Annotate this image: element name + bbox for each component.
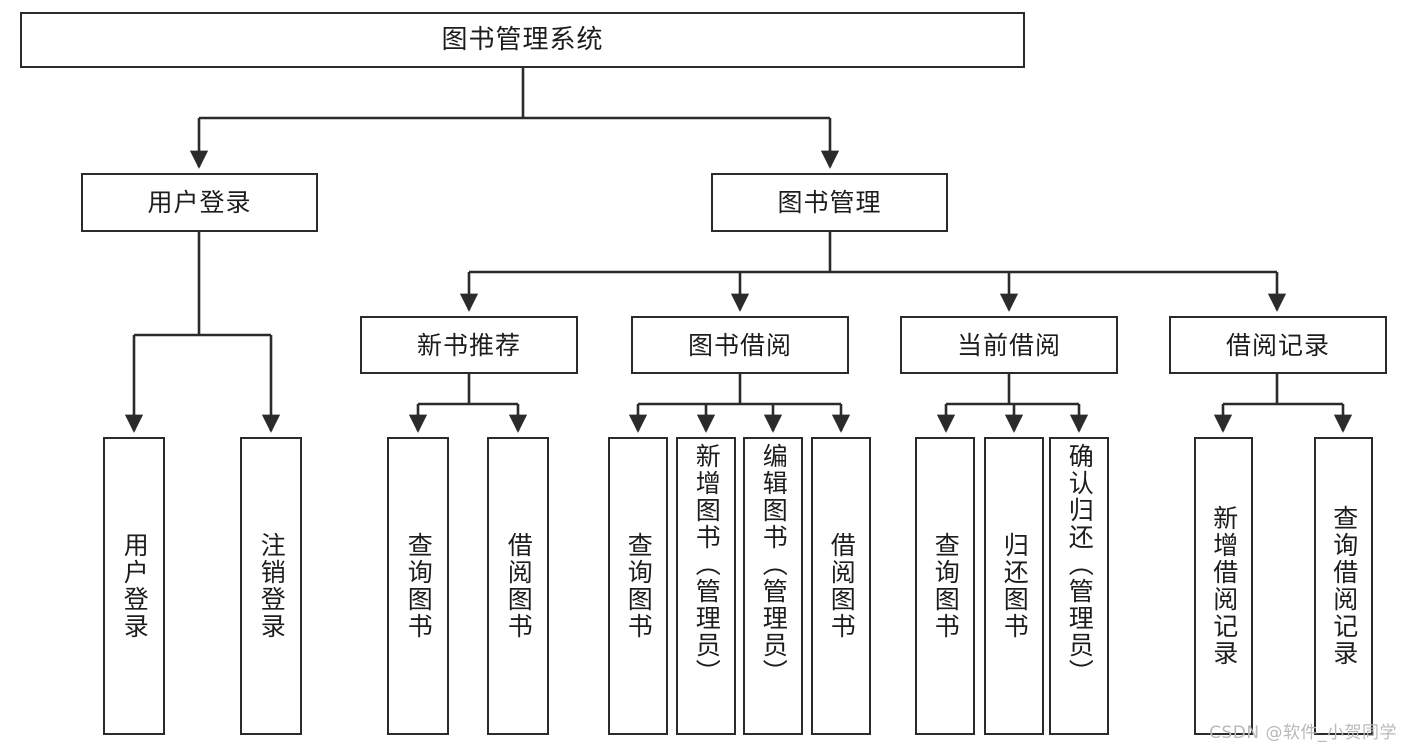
node-label: 确认归还（管理员）: [1065, 443, 1095, 686]
node-label: 查询图书: [404, 532, 434, 640]
leaf-record-add-record[interactable]: 新增借阅记录: [1194, 437, 1253, 735]
leaf-recommend-query-book[interactable]: 查询图书: [387, 437, 449, 735]
node-label: 查询借阅记录: [1329, 505, 1359, 667]
leaf-user-login[interactable]: 用户登录: [103, 437, 165, 735]
node-label: 借阅图书: [827, 532, 857, 640]
leaf-recommend-borrow-book[interactable]: 借阅图书: [487, 437, 549, 735]
leaf-record-query-record[interactable]: 查询借阅记录: [1314, 437, 1373, 735]
node-user-login[interactable]: 用户登录: [81, 173, 318, 232]
leaf-user-logout[interactable]: 注销登录: [240, 437, 302, 735]
node-new-book-recommend[interactable]: 新书推荐: [360, 316, 578, 374]
node-current-borrow[interactable]: 当前借阅: [900, 316, 1118, 374]
node-borrow-record[interactable]: 借阅记录: [1169, 316, 1387, 374]
node-label: 新书推荐: [416, 330, 521, 360]
leaf-borrow-borrow-book[interactable]: 借阅图书: [811, 437, 871, 735]
leaf-current-return-book[interactable]: 归还图书: [984, 437, 1044, 735]
node-book-management[interactable]: 图书管理: [711, 173, 948, 232]
leaf-borrow-edit-book-admin[interactable]: 编辑图书（管理员）: [743, 437, 803, 735]
csdn-watermark: CSDN @软件_小贺同学: [1209, 723, 1397, 743]
node-label: 当前借阅: [956, 330, 1061, 360]
node-label: 借阅图书: [504, 532, 534, 640]
node-label: 借阅记录: [1225, 330, 1330, 360]
node-label: 图书借阅: [687, 330, 792, 360]
node-book-borrow[interactable]: 图书借阅: [631, 316, 849, 374]
node-book-management-system[interactable]: 图书管理系统: [20, 12, 1025, 68]
node-label: 图书管理: [777, 188, 882, 217]
node-label: 图书管理系统: [441, 24, 604, 55]
node-label: 新增图书（管理员）: [692, 443, 722, 686]
leaf-current-confirm-return-admin[interactable]: 确认归还（管理员）: [1049, 437, 1109, 735]
node-label: 编辑图书（管理员）: [759, 443, 789, 686]
node-label: 注销登录: [257, 532, 287, 640]
leaf-borrow-add-book-admin[interactable]: 新增图书（管理员）: [676, 437, 736, 735]
node-label: 用户登录: [147, 188, 252, 217]
node-label: 用户登录: [120, 532, 150, 640]
node-label: 查询图书: [624, 532, 654, 640]
node-label: 查询图书: [931, 532, 961, 640]
node-label: 新增借阅记录: [1209, 505, 1239, 667]
node-label: 归还图书: [1000, 532, 1030, 640]
leaf-borrow-query-book[interactable]: 查询图书: [608, 437, 668, 735]
leaf-current-query-book[interactable]: 查询图书: [915, 437, 975, 735]
